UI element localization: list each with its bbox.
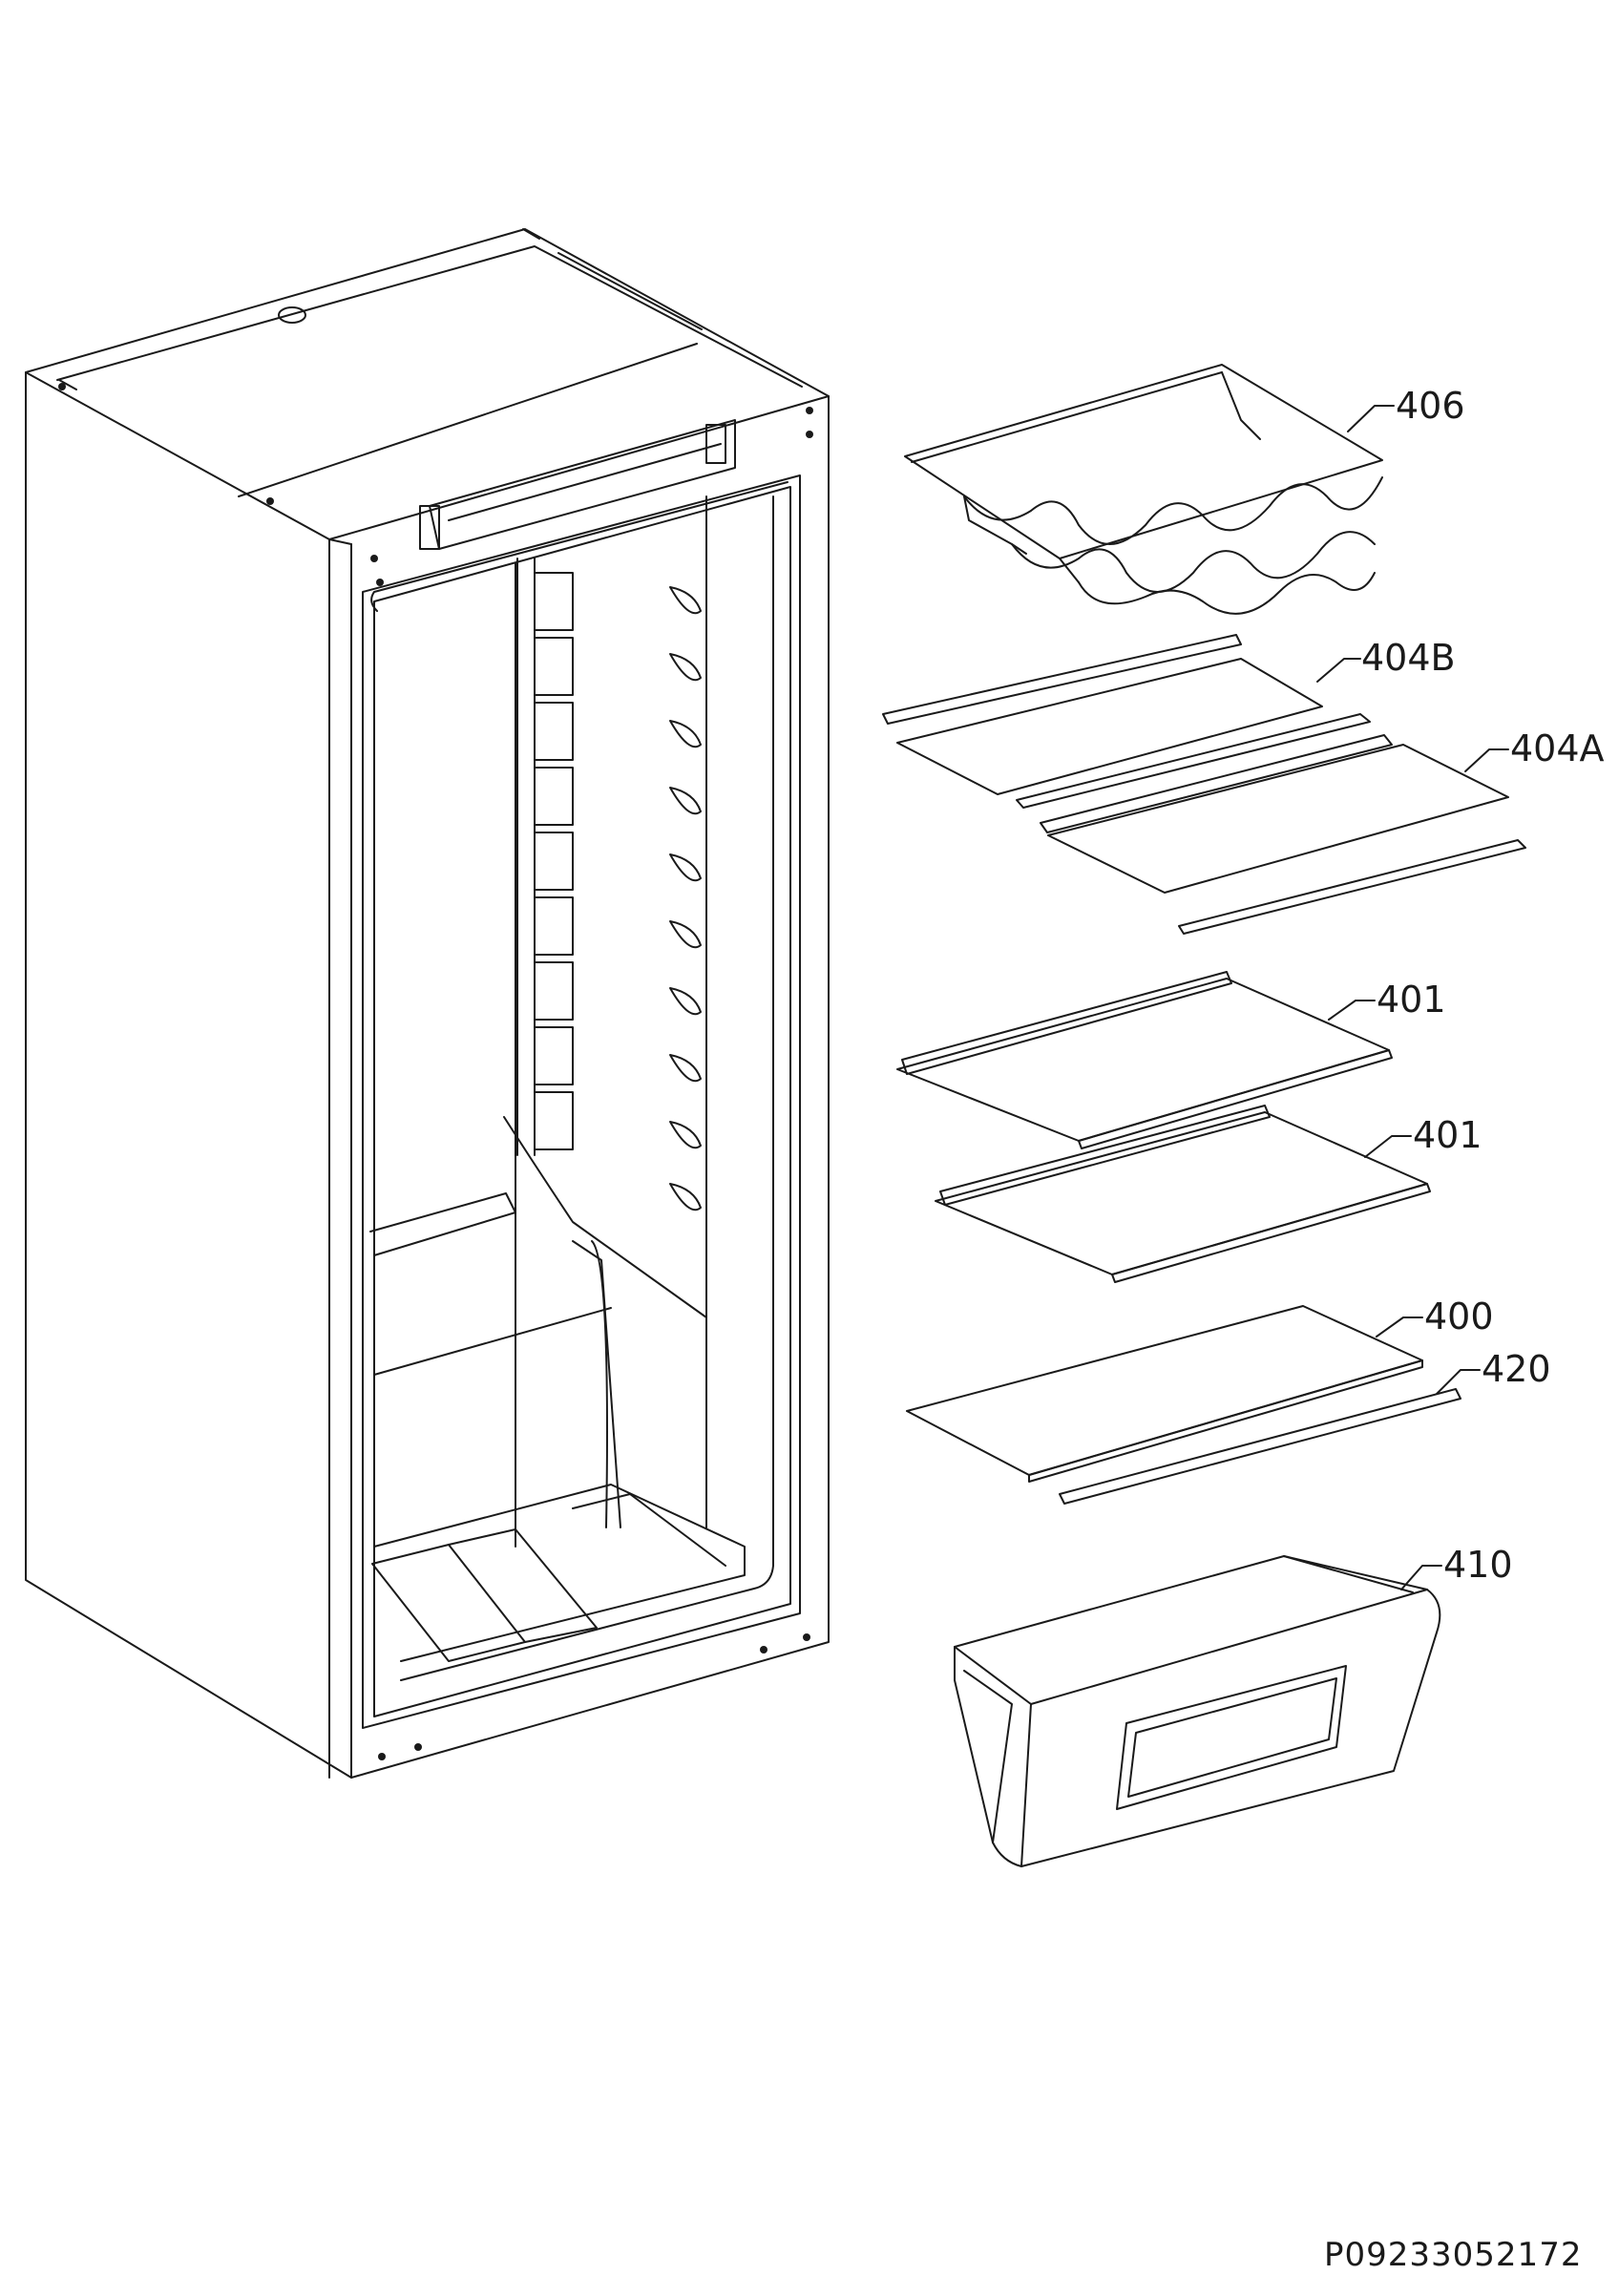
callout-label-406: 406 [1396, 385, 1465, 427]
glass-shelf-401-upper [896, 971, 1393, 1149]
screw-holes [58, 383, 813, 1760]
crisper-drawer-410 [954, 1555, 1441, 1867]
callout-label-410: 410 [1443, 1544, 1513, 1586]
refrigerator-cabinet [25, 228, 830, 1779]
document-id: P09233052172 [1324, 2236, 1583, 2274]
shelf-support-rail [516, 558, 574, 1156]
shelf-trim-420 [1059, 1388, 1461, 1505]
callout-label-401-upper: 401 [1377, 979, 1446, 1021]
callout-label-404b: 404B [1361, 637, 1456, 679]
callout-leaders [1316, 405, 1509, 1590]
glass-shelf-400 [906, 1305, 1423, 1483]
callout-label-401-middle: 401 [1413, 1114, 1482, 1156]
callout-label-420: 420 [1482, 1348, 1551, 1390]
callout-label-400: 400 [1424, 1295, 1494, 1338]
callout-label-404a: 404A [1510, 727, 1605, 769]
shelf-404a [1040, 734, 1526, 935]
wine-rack-406 [904, 364, 1383, 615]
shelf-404b [882, 634, 1371, 809]
side-wall-supports [669, 586, 702, 1211]
glass-shelf-401-middle [935, 1105, 1431, 1283]
